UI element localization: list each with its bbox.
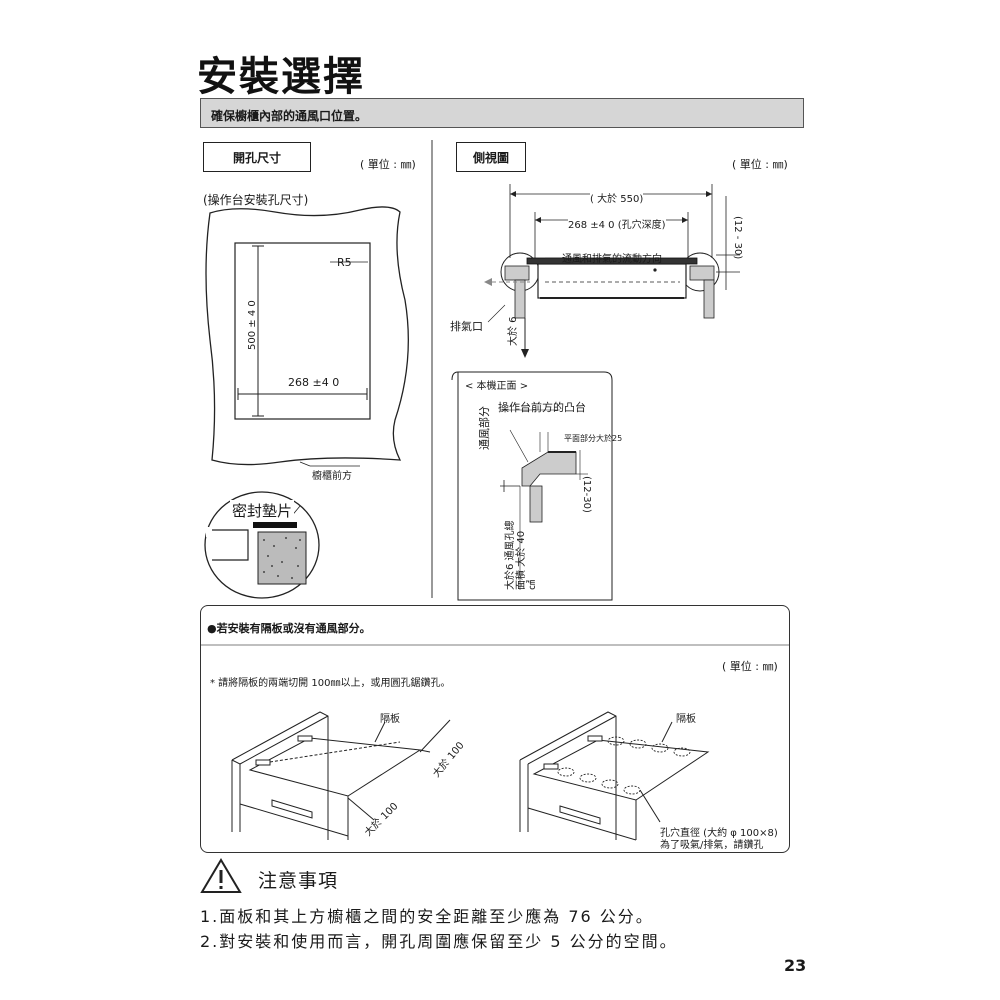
r5-label: R5 [337,256,352,269]
gasket-label: 密封墊片 [230,500,295,521]
cabinet-front-label: 櫥櫃前方 [312,471,352,482]
partition-label-1: 隔板 [380,714,400,725]
dim-268: 268 ±4 0 (孔穴深度) [568,216,666,231]
left-subtitle: (操作台安裝孔尺寸) [203,193,309,207]
airflow-label: 通風和排氣的流動方向 [562,254,662,265]
counter-bump-label: 操作台前方的凸台 [498,401,586,414]
exhaust-label: 排氣口 [450,320,483,333]
note-item-2: 2.對安裝和使用而言，開孔周圍應保留至少 5 公分的空間。 [200,932,678,951]
width-label: 268 ±4 0 [288,376,340,389]
partition-panel [200,605,790,853]
banner: 確保櫥櫃內部的通風口位置。 [200,98,804,128]
page-title: 安裝選擇 [197,54,365,100]
partition-heading: ●若安裝有隔板或沒有通風部分。 [207,622,371,635]
front-view-label: < 本機正面 > [465,381,529,392]
left-box-label: 開孔尺寸 [203,142,311,172]
notes-heading: 注意事項 [258,870,339,892]
partition-instruction: * 請將隔板的兩端切開 100㎜以上，或用圓孔鋸鑽孔。 [210,678,451,689]
hole-note-1: 孔穴直徑 (大約 φ 100×8) [660,828,778,839]
banner-text: 確保櫥櫃內部的通風口位置。 [211,109,368,123]
left-unit: ( 單位 : ㎜) [360,158,416,171]
warning-icon [200,858,242,893]
page-number: 23 [784,956,807,975]
flat-part-label: 平面部分大於25 [564,434,623,443]
right-unit: ( 單位 : ㎜) [732,158,788,171]
partition-label-2: 隔板 [676,714,696,725]
dim-550: ( 大於 550) [590,190,644,205]
hole-note-2: 為了吸氣/排氣，請鑽孔 [660,840,764,851]
right-box-label: 側視圖 [456,142,526,172]
partition-unit: ( 單位 : ㎜) [722,660,778,673]
note-item-1: 1.面板和其上方櫥櫃之間的安全距離至少應為 76 公分。 [200,907,654,926]
